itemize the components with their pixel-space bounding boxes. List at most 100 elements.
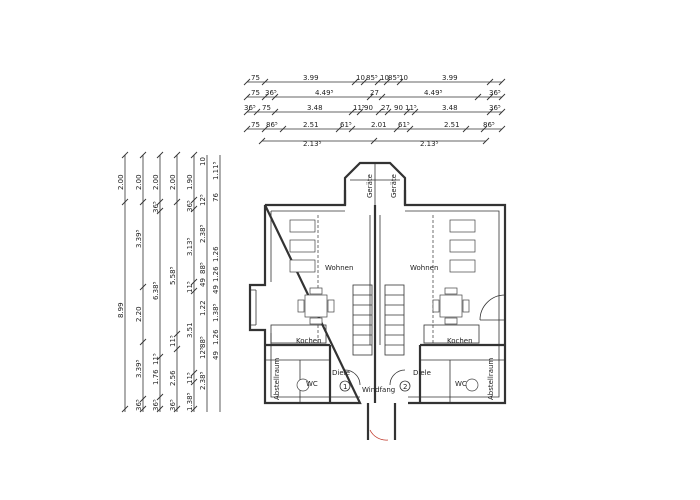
left-dim-label: 2.00 [152, 174, 160, 190]
wc-left-toilet [296, 378, 310, 392]
left-dim-label: 11⁵ [169, 335, 177, 347]
room-label-wohnen-left: Wohnen [325, 264, 353, 272]
left-dim-label: 8.99 [117, 302, 125, 318]
left-dim-label: 12⁵ [199, 347, 207, 359]
left-dim-label: 2.00 [169, 174, 177, 190]
left-dim-label: 11⁵ [186, 372, 194, 384]
left-dim-label: 49 [212, 351, 220, 360]
building-outline [248, 161, 507, 441]
left-dim-label: 36⁵ [152, 201, 160, 213]
room-markers: 1 2 [339, 380, 411, 392]
left-dim-label: 1.76 [152, 369, 160, 385]
top-dim-label: 85⁵ [388, 74, 400, 82]
wc-right-toilet [465, 378, 479, 392]
top-dim-label: 3.48 [442, 104, 458, 112]
left-dim-label: 1.26 [212, 266, 220, 282]
left-dim-label: 3.39⁵ [135, 229, 143, 248]
left-dim-label: 1.38⁵ [186, 392, 194, 411]
marker-2: 2 [403, 383, 407, 391]
left-dim-label: 2.00 [135, 174, 143, 190]
left-dim-label: 36⁵ [135, 399, 143, 411]
top-dim-label: 2.51 [444, 121, 460, 129]
top-dim-label: 10 [356, 74, 365, 82]
left-dim-label: 3.39⁵ [135, 359, 143, 378]
top-dim-label: 2.51 [303, 121, 319, 129]
top-dim-label: 11⁵ [353, 104, 365, 112]
room-labels: Geräte Geräte Wohnen Wohnen Kochen Koche… [273, 174, 495, 400]
left-dim-label: 1.38⁵ [212, 303, 220, 322]
top-dim-label: 36⁵ [489, 104, 501, 112]
room-label-kochen-right: Kochen [447, 337, 473, 345]
left-dim-label: 11⁵ [186, 281, 194, 293]
left-dim-label: 49 [212, 285, 220, 294]
left-dim-label: 6.38⁵ [152, 281, 160, 300]
left-dim-label: 2.38⁵ [199, 224, 207, 243]
top-dimension-chains: 75 3.99 10 85⁵ 10 85⁵ 10 3.99 75 36⁵ 4.4… [243, 74, 506, 148]
room-label-windfang: Windfang [362, 386, 395, 394]
left-dim-label: 36⁵ [152, 399, 160, 411]
room-label-diele-right: Diele [413, 369, 431, 377]
top-dim-label: 75 [251, 121, 260, 129]
top-dim-label: 2.01 [371, 121, 387, 129]
left-dim-label: 1.90 [186, 174, 194, 190]
room-label-wc-left: WC [306, 380, 318, 388]
left-dim-label: 2.00 [117, 174, 125, 190]
left-dim-label: 10 [199, 157, 207, 166]
top-dim-label: 11⁵ [405, 104, 417, 112]
room-label-geraete-left: Geräte [366, 174, 374, 198]
top-dim-label: 36⁵ [265, 89, 277, 97]
top-dim-label: 10 [380, 74, 389, 82]
left-dim-label: 11⁵ [152, 353, 160, 365]
top-dim-label: 86⁵ [483, 121, 495, 129]
room-label-geraete-right: Geräte [390, 174, 398, 198]
top-dim-label: 3.48 [307, 104, 323, 112]
top-dim-label: 4.49⁵ [315, 89, 334, 97]
top-dim-label: 27 [381, 104, 390, 112]
left-dim-label: 88⁵ [199, 262, 207, 274]
left-dim-label: 3.13⁵ [186, 237, 194, 256]
top-dim-label: 3.99 [442, 74, 458, 82]
top-dim-label: 2.13⁵ [303, 140, 322, 148]
left-dim-label: 3.51 [186, 322, 194, 338]
top-dim-label: 2.13⁵ [420, 140, 439, 148]
top-dim-label: 61⁵ [398, 121, 410, 129]
left-dim-label: 1.22 [199, 300, 207, 316]
top-dim-label: 90 [364, 104, 373, 112]
left-dim-label: 49 [199, 278, 207, 287]
top-dim-label: 75 [262, 104, 271, 112]
top-dim-label: 27 [370, 89, 379, 97]
top-dim-label: 61⁵ [340, 121, 352, 129]
room-label-kochen-left: Kochen [296, 337, 322, 345]
top-dim-label: 3.99 [303, 74, 319, 82]
left-dim-label: 76 [212, 193, 220, 202]
left-dimension-chains: 2.00 8.99 2.00 3.39⁵ 2.20 3.39⁵ 36⁵ 2.00… [117, 151, 221, 413]
left-dim-label: 1.26 [212, 246, 220, 262]
left-dim-label: 2.56 [169, 370, 177, 386]
left-dim-label: 88⁵ [199, 336, 207, 348]
furniture-right [432, 219, 479, 392]
top-dim-label: 10 [399, 74, 408, 82]
top-dim-label: 75 [251, 89, 260, 97]
top-dim-label: 36⁵ [489, 89, 501, 97]
left-dim-label: 1.26 [212, 329, 220, 345]
room-label-abstellraum-left: Abstellraum [273, 358, 281, 400]
room-label-wc-right: WC [455, 380, 467, 388]
top-dim-label: 90 [394, 104, 403, 112]
left-dim-label: 36⁵ [169, 399, 177, 411]
left-dim-label: 2.20 [135, 306, 143, 322]
room-label-diele-left: Diele [332, 369, 350, 377]
left-dim-label: 36⁵ [186, 200, 194, 212]
top-dim-label: 86⁵ [266, 121, 278, 129]
room-label-wohnen-right: Wohnen [410, 264, 438, 272]
top-dim-label: 85⁵ [366, 74, 378, 82]
marker-1: 1 [343, 383, 347, 391]
left-dim-label: 2.38⁵ [199, 371, 207, 390]
left-dim-label: 12⁵ [199, 194, 207, 206]
top-dim-label: 75 [251, 74, 260, 82]
top-dim-label: 4.49⁵ [424, 89, 443, 97]
room-label-abstellraum-right: Abstellraum [487, 358, 495, 400]
left-dim-label: 1.11⁵ [212, 161, 220, 180]
furniture-left [289, 219, 335, 392]
top-dim-label: 36⁵ [244, 104, 256, 112]
